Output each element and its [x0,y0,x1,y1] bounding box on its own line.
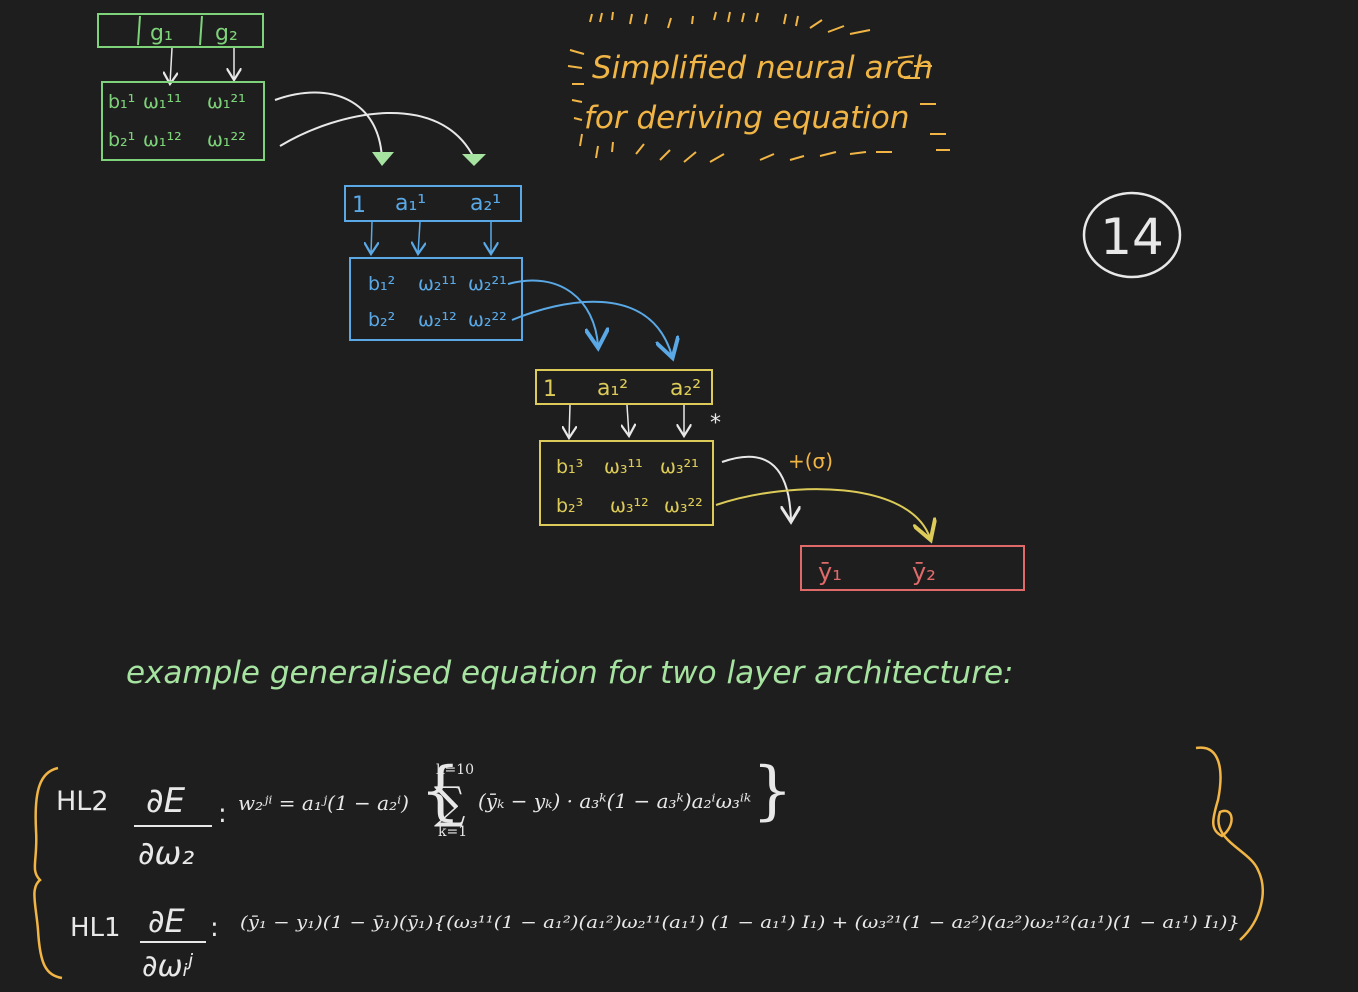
sum-lower-limit: k=1 [438,824,467,840]
sum-upper-limit: k=10 [436,762,474,778]
activations-layer-1: 1 a₁¹ a₂¹ [344,185,522,222]
input-layer-box [97,13,264,48]
output-y1: ȳ₁ [818,558,842,586]
weight-cell: ω₁²¹ [207,91,246,113]
activations-layer-1-box [344,185,522,222]
left-brace [33,766,63,980]
weight-cell: b₁² [368,273,395,295]
activation-cell: a₁² [597,376,628,401]
hl1-deriv-top: ∂E [148,902,186,940]
curve-arrow [715,488,930,538]
page-number-badge: 14 [1082,191,1182,279]
activation-cell: 1 [352,193,366,218]
input-g1: g₁ [150,21,173,46]
weight-cell: b₂³ [556,495,583,517]
weight-cell: ω₃²² [664,495,703,517]
activation-cell: a₂¹ [470,191,501,216]
activation-cell: a₂² [670,376,701,401]
weight-cell: b₁³ [556,456,583,478]
curve-arrow [511,300,672,356]
input-g2: g₂ [215,21,238,46]
weight-cell: b₂¹ [108,129,135,151]
weight-cell: ω₁¹² [143,129,182,151]
weight-cell: b₁¹ [108,91,135,113]
curve-arrow [507,279,598,346]
down-arrow [418,221,420,254]
star-mark: * [710,411,721,436]
weights-layer-1-box [101,81,265,161]
weights-layer-2: b₁² ω₂¹¹ ω₂²¹ b₂² ω₂¹² ω₂²² [349,257,523,341]
activation-cell: 1 [543,377,557,402]
hl1-colon: : [210,913,219,943]
weights-layer-2-box [349,257,523,341]
title-line-1: Simplified neural arch [592,50,933,86]
sigma-note: +(σ) [788,449,833,473]
input-layer: g₁ g₂ [97,13,264,48]
right-brace [1195,746,1264,941]
page-number: 14 [1100,208,1164,266]
section-heading: example generalised equation for two lay… [126,655,1013,691]
output-layer: ȳ₁ ȳ₂ [800,545,1025,591]
hl2-deriv-bottom: ∂ω₂ [138,834,194,872]
weight-cell: ω₂¹² [418,309,457,331]
curve-arrow [721,455,791,522]
weight-cell: ω₃¹² [610,495,649,517]
title-line-2: for deriving equation [584,100,910,136]
hl2-label: HL2 [56,786,109,817]
weights-layer-1: b₁¹ ω₁¹¹ ω₁²¹ b₂¹ ω₁¹² ω₁²² [101,81,265,161]
cell-divider [199,15,203,46]
right-curly: } [752,754,793,828]
down-arrow [170,47,172,84]
activations-layer-2: 1 a₁² a₂² [535,369,713,405]
weight-cell: ω₂¹¹ [418,273,457,295]
hl2-lhs: w₂ʲⁱ = a₁ʲ(1 − a₂ⁱ) [238,791,409,815]
hl2-deriv-top: ∂E [146,781,186,821]
weight-cell: ω₁¹¹ [143,91,182,113]
activation-cell: a₁¹ [395,191,426,216]
sum-symbol: ∑ [434,778,465,829]
weight-cell: b₂² [368,309,395,331]
left-curly: { [420,754,461,828]
hl1-equation: HL1 ∂E ∂ωᵢʲ : (ȳ₁ − y₁)(1 − ȳ₁)(ȳ₁){(ω₃¹… [70,902,1240,984]
arrow-head [372,152,394,166]
curve-arrow [279,112,475,159]
hl2-equation: HL2 ∂E ∂ω₂ : w₂ʲⁱ = a₁ʲ(1 − a₂ⁱ) { k=10 … [56,754,793,872]
activations-layer-2-box [535,369,713,405]
weights-layer-3: b₁³ ω₃¹¹ ω₃²¹ b₂³ ω₃¹² ω₃²² [539,440,714,526]
weight-cell: ω₃²¹ [660,456,699,478]
arrow-head [462,154,486,166]
hl1-label: HL1 [70,913,121,943]
weight-cell: ω₁²² [207,129,246,151]
weights-layer-3-box [539,440,714,526]
down-arrow [569,404,570,438]
output-layer-box [800,545,1025,591]
sketch-rays [589,11,871,35]
down-arrow [371,221,372,254]
output-y2: ȳ₂ [912,558,936,586]
sketch-rays [567,49,950,163]
cell-divider [137,15,141,46]
weight-cell: ω₃¹¹ [604,456,643,478]
curve-arrow [274,91,383,161]
sum-body: (ȳₖ − yₖ) · a₃ᵏ(1 − a₃ᵏ)a₂ⁱω₃ⁱᵏ [478,789,751,813]
title-note: Simplified neural arch for deriving equa… [567,11,950,163]
hl2-colon: : [218,799,227,829]
page-number-circle [1082,191,1182,279]
weight-cell: ω₂²¹ [468,273,507,295]
down-arrow [627,404,629,436]
hl1-deriv-bottom: ∂ωᵢʲ [142,949,194,984]
weight-cell: ω₂²² [468,309,507,331]
hl1-expression: (ȳ₁ − y₁)(1 − ȳ₁)(ȳ₁){(ω₃¹¹(1 − a₁²)(a₁²… [240,913,1240,933]
